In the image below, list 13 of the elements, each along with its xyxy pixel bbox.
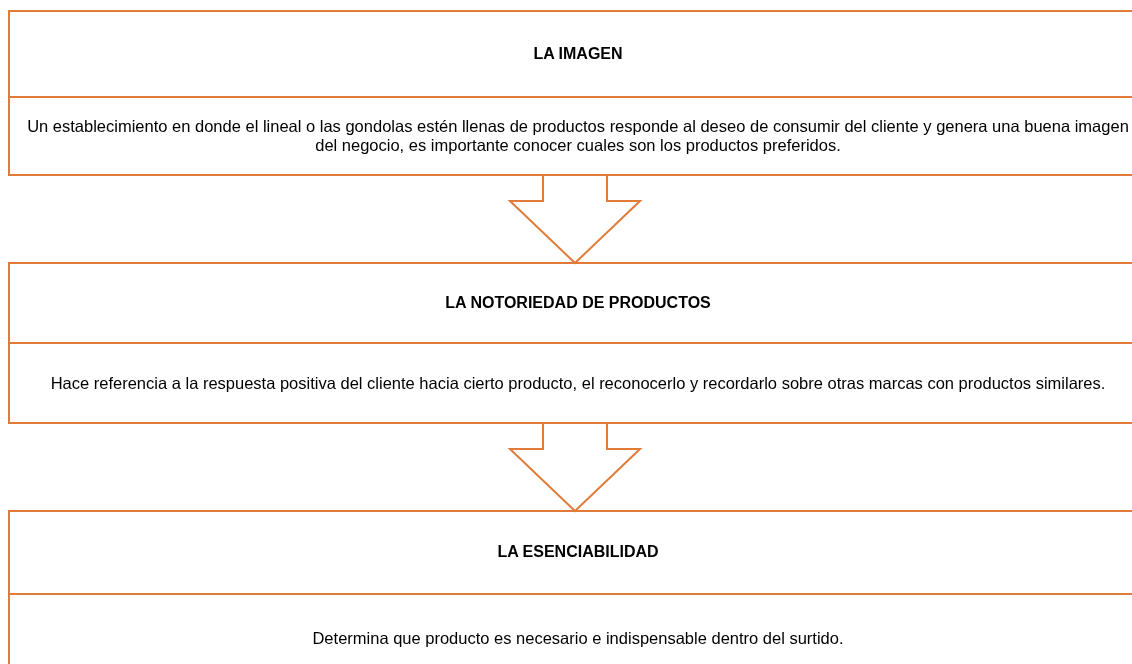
heading-text: LA NOTORIEDAD DE PRODUCTOS: [445, 293, 711, 313]
text-box: [8, 96, 1132, 176]
heading-box: [8, 510, 1132, 595]
description-text: Un establecimiento en donde el lineal o las gondolas estén llenas de productos responde al deseo de consumir del cliente y genera una buena imagen del negocio, es importante conocer cuales son los productos preferidos.: [26, 117, 1130, 155]
block-arrow: [507, 422, 643, 513]
heading-text: LA IMAGEN: [533, 44, 623, 64]
text-box: [8, 342, 1132, 424]
description-text: Determina que producto es necesario e indispensable dentro del surtido.: [312, 628, 844, 648]
heading-box: [8, 10, 1132, 98]
description-text: Hace referencia a la respuesta positiva del cliente hacia cierto producto, el reconocerlo y recordarlo sobre otras marcas con productos similares.: [50, 373, 1106, 393]
block-arrow: [507, 174, 643, 265]
heading-text: LA ESENCIABILIDAD: [497, 543, 659, 562]
heading-box: [8, 262, 1132, 344]
